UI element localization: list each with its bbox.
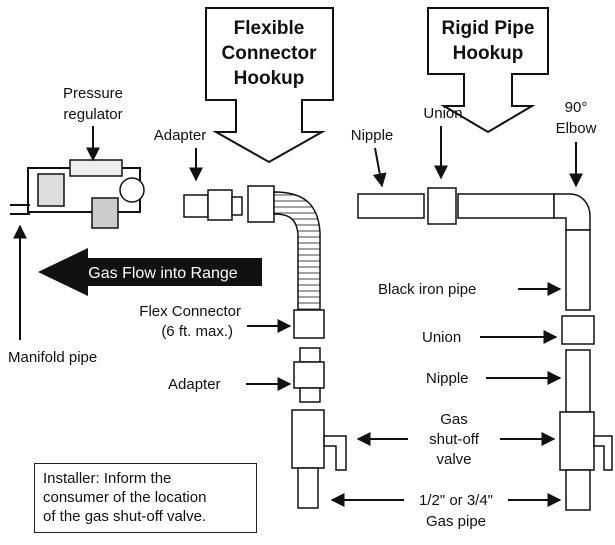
shutoff-valve-label-1: Gas — [440, 411, 468, 428]
gas-pipe-label-1: 1/2" or 3/4" — [419, 492, 493, 509]
pressure-regulator-label-1: Pressure — [63, 85, 123, 102]
nipple-top-label: Nipple — [351, 127, 394, 144]
union-top-label: Union — [423, 105, 462, 122]
elbow-label-1: 90° — [565, 99, 588, 116]
flex-connector-illustration — [247, 185, 325, 339]
installer-note-line-1: Installer: Inform the — [43, 470, 172, 487]
adapter-bottom-fitting — [293, 347, 325, 403]
pressure-regulator-label-2: regulator — [63, 106, 122, 123]
flexible-hookup-title: Flexible Connector Hookup — [205, 7, 334, 164]
pressure-regulator-illustration — [10, 159, 145, 229]
elbow-label-2: Elbow — [556, 120, 597, 137]
adapter-top-fitting — [183, 189, 243, 221]
flexible-title-line-1: Flexible — [234, 18, 305, 39]
shutoff-valve-left — [291, 409, 347, 509]
nipple-top-arrow — [372, 147, 387, 188]
gas-flow-arrow: Gas Flow into Range — [38, 248, 262, 296]
black-iron-pipe-label: Black iron pipe — [378, 281, 476, 298]
adapter-bottom-label: Adapter — [168, 376, 221, 393]
flex-connector-label-1: Flex Connector — [139, 303, 241, 320]
flexible-title-line-3: Hookup — [234, 68, 305, 89]
installer-note-line-2: consumer of the location — [43, 489, 207, 506]
rigid-pipe-illustration — [357, 187, 613, 511]
adapter-top-label: Adapter — [154, 127, 207, 144]
rigid-title-line-2: Hookup — [453, 43, 524, 64]
manifold-pipe-label: Manifold pipe — [8, 349, 97, 366]
union-right-label: Union — [422, 329, 461, 346]
rigid-title-line-1: Rigid Pipe — [442, 18, 535, 39]
flexible-title-line-2: Connector — [222, 43, 318, 64]
rigid-hookup-title: Rigid Pipe Hookup — [427, 7, 549, 134]
shutoff-valve-label-3: valve — [436, 451, 471, 468]
nipple-right-label: Nipple — [426, 370, 469, 387]
installer-note: Installer: Inform the consumer of the lo… — [34, 463, 257, 533]
shutoff-valve-label-2: shut-off — [429, 431, 480, 448]
gas-pipe-label-2: Gas pipe — [426, 513, 486, 530]
flex-connector-label-2: (6 ft. max.) — [161, 323, 233, 340]
installer-note-line-3: of the gas shut-off valve. — [43, 508, 207, 525]
gas-flow-label: Gas Flow into Range — [88, 265, 238, 282]
